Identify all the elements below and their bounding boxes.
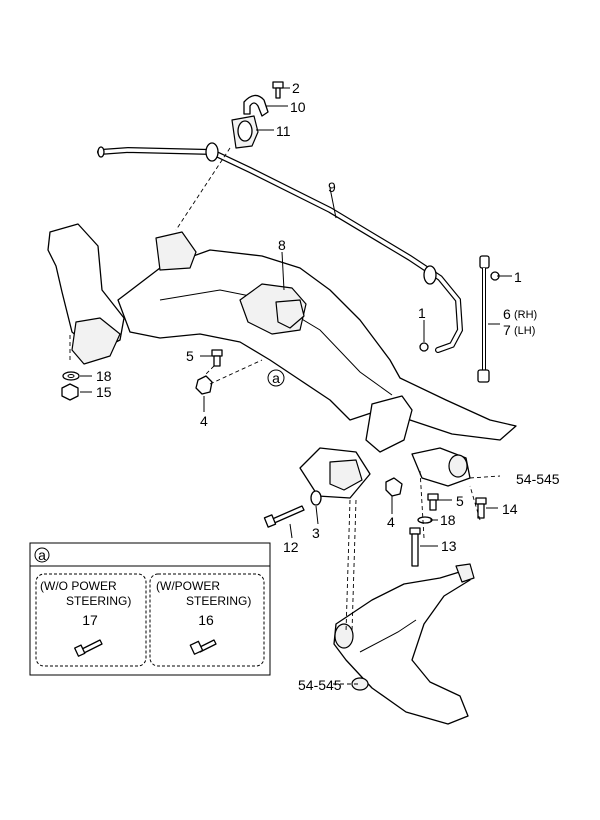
callout-10: 10 [290,99,306,115]
callout-3: 3 [312,525,320,541]
stabilizer-bar [97,142,464,353]
callout-9: 9 [328,179,336,195]
lower-control-arm [333,563,475,725]
callout-7: 7 [503,322,511,338]
bolt-12 [263,505,305,528]
callout-5-left: 5 [186,348,194,364]
crossmember [47,223,517,499]
callout-1-top: 1 [514,269,522,285]
inset-left-line2: STEERING) [66,594,131,608]
bolt-5-right [427,493,439,511]
washer-18-right [417,516,433,524]
bolt-5-left [211,349,223,367]
detail-a-inset: a (W/O POWER STEERING) 17 (W/POWER STEER… [29,542,271,676]
nut-4-right [385,477,403,497]
bushing-bracket [243,94,269,117]
washer-3 [310,490,322,506]
callout-leaders [80,87,512,547]
stabilizer-bushing [231,115,259,149]
inset-left-part: 17 [82,612,98,628]
callout-2: 2 [292,80,300,96]
callout-18-left: 18 [96,368,112,384]
inset-right-part: 16 [198,612,214,628]
inset-left-line1: (W/O POWER [40,579,117,593]
callout-labels: 2 10 11 9 8 1 1 6 (RH) 7 (LH) 5 18 15 4 … [96,80,560,693]
stabilizer-link [419,255,500,383]
callout-7-lh: (LH) [514,325,535,337]
inset-right-line1: (W/POWER [156,579,220,593]
callout-1-lower: 1 [418,305,426,321]
washer-18-left [62,371,80,381]
bolt-16-icon [189,639,217,655]
callout-13: 13 [441,538,457,554]
leader-lines [69,147,501,685]
callout-8: 8 [278,237,286,253]
callout-18-right: 18 [440,512,456,528]
bolt-14 [475,497,487,519]
callout-6-rh: (RH) [514,309,537,321]
callout-54-545-top: 54-545 [516,471,560,487]
callout-4-right: 4 [387,514,395,530]
nut-4-left [195,375,213,395]
nut-15-left [61,383,79,401]
callout-11: 11 [276,123,291,139]
callout-15: 15 [96,384,112,400]
callout-14: 14 [502,501,518,517]
inset-marker: a [38,547,46,563]
callout-5-right: 5 [456,493,464,509]
bolt-17-icon [74,639,103,657]
callout-6: 6 [503,306,511,322]
inset-right-line2: STEERING) [186,594,251,608]
bracket-bolt [272,81,284,99]
bolt-13 [409,527,421,567]
callout-12: 12 [283,539,299,555]
callout-4-left: 4 [200,413,208,429]
detail-a-marker: a [267,369,285,387]
callout-54-545-bottom: 54-545 [298,677,342,693]
detail-a-label: a [272,370,280,386]
